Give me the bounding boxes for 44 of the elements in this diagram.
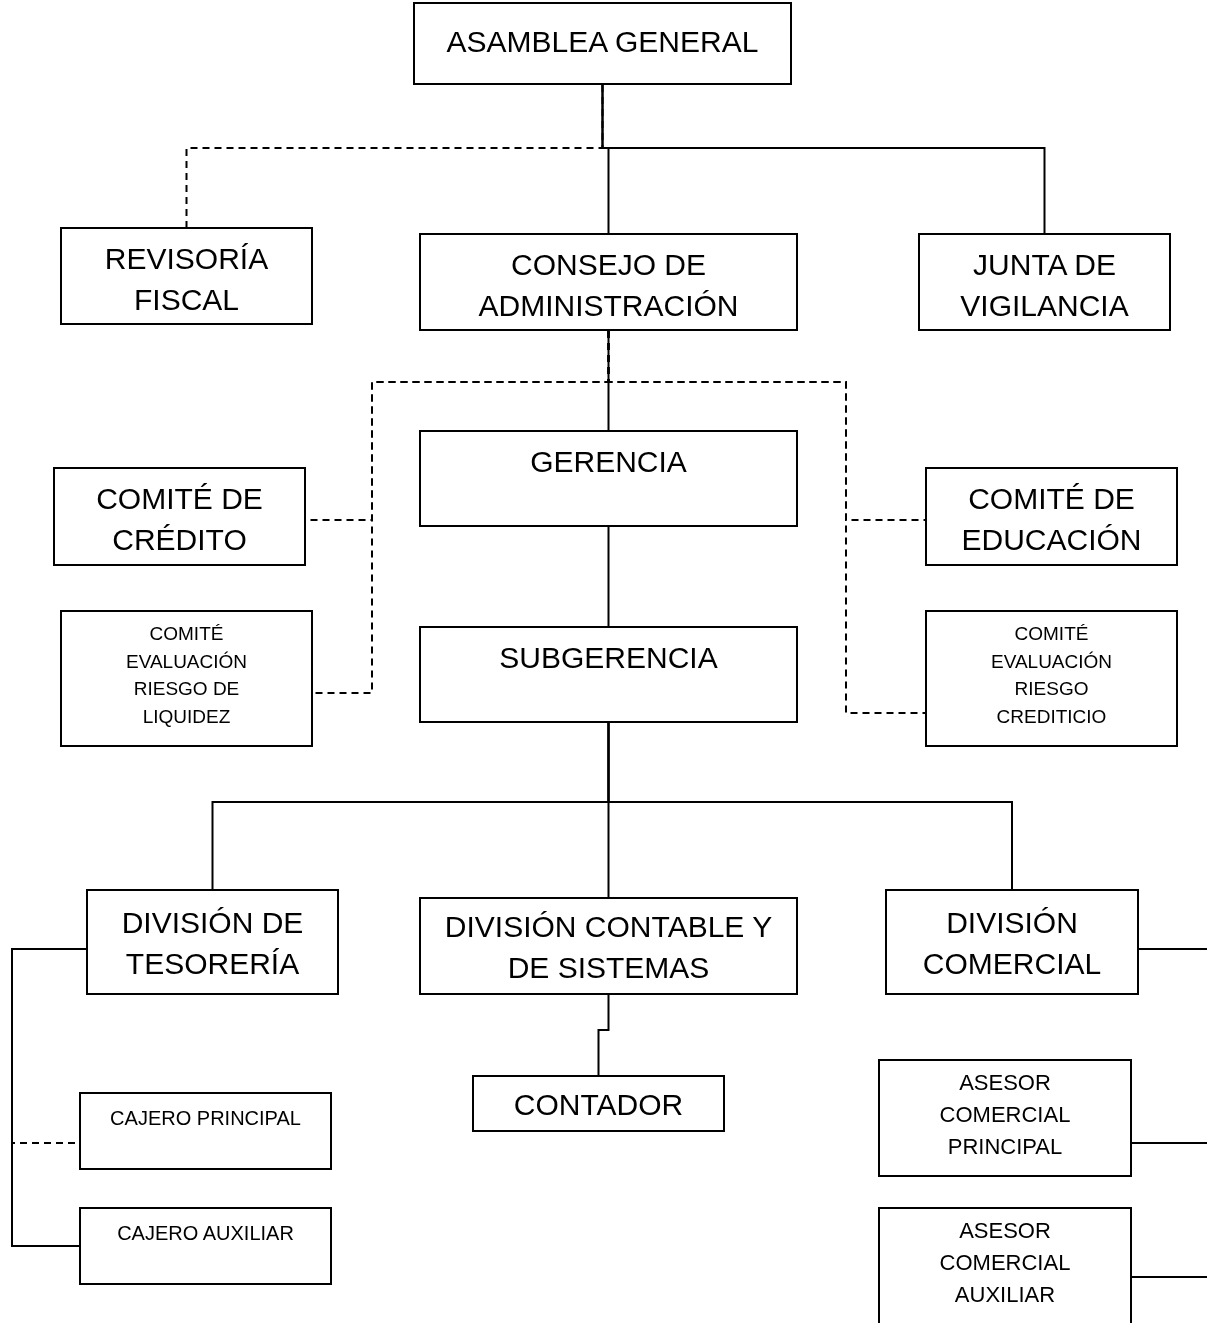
org-box: [79, 1092, 332, 1170]
box-label: GERENCIA: [530, 444, 687, 480]
org-box: [53, 467, 306, 566]
box-label: ASAMBLEA GENERAL: [446, 24, 759, 60]
box-label: ASESOR COMERCIAL AUXILIAR: [938, 1217, 1072, 1309]
connector-line: [607, 722, 1013, 890]
box-label: CAJERO AUXILIAR: [117, 1221, 294, 1246]
box-label: DIVISIÓN CONTABLE Y DE SISTEMAS: [443, 909, 774, 986]
org-box: [925, 467, 1178, 566]
box-label: COMITÉ DE EDUCACIÓN: [960, 481, 1143, 558]
connector-line: [607, 526, 610, 627]
box-label: DIVISIÓN DE TESORERÍA: [120, 905, 305, 982]
org-box: [419, 233, 798, 331]
box-label: SUBGERENCIA: [499, 640, 718, 676]
org-box: [419, 897, 798, 995]
connector-line: [597, 994, 610, 1076]
org-box: [878, 1207, 1132, 1323]
box-label: DIVISIÓN COMERCIAL: [921, 905, 1103, 982]
box-label: COMITÉ EVALUACIÓN RIESGO CREDITICIO: [989, 622, 1114, 729]
box-label: COMITÉ DE CRÉDITO: [95, 481, 264, 558]
box-label: CONTADOR: [513, 1087, 684, 1123]
org-box: [419, 430, 798, 527]
connector-line: [1131, 1142, 1207, 1144]
org-box: [925, 610, 1178, 747]
org-box: [86, 889, 339, 995]
connector-line: [601, 84, 1046, 234]
box-label: JUNTA DE VIGILANCIA: [959, 247, 1130, 324]
box-label: CAJERO PRINCIPAL: [110, 1106, 301, 1131]
org-box: [885, 889, 1139, 995]
org-box: [79, 1207, 332, 1285]
connector-line: [607, 330, 926, 714]
org-box: [918, 233, 1171, 331]
org-box: [60, 227, 313, 325]
org-box: [60, 610, 313, 747]
box-label: COMITÉ EVALUACIÓN RIESGO DE LIQUIDEZ: [124, 622, 249, 729]
box-label: REVISORÍA FISCAL: [103, 241, 270, 318]
org-box: [472, 1075, 725, 1132]
org-box: [413, 2, 792, 85]
org-box: [878, 1059, 1132, 1177]
connector-line: [1131, 1276, 1207, 1278]
box-label: ASESOR COMERCIAL PRINCIPAL: [938, 1069, 1072, 1161]
connector-line: [1138, 948, 1207, 950]
box-label: CONSEJO DE ADMINISTRACIÓN: [477, 247, 740, 324]
org-box: [419, 626, 798, 723]
